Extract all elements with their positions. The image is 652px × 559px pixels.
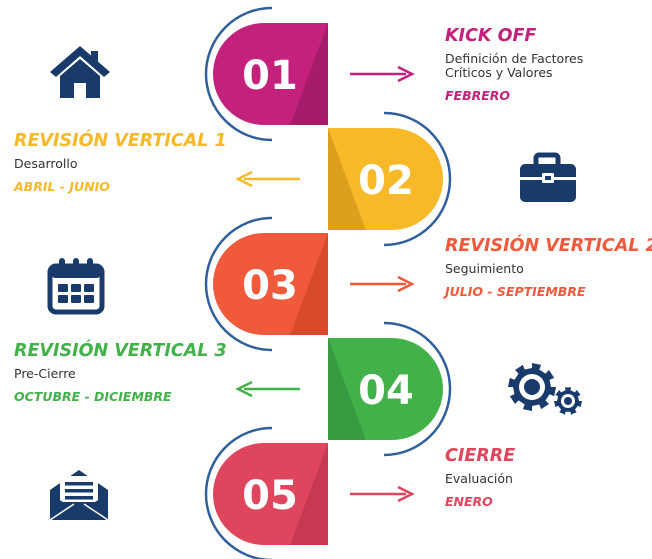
step-period: ABRIL - JUNIO	[13, 179, 110, 194]
step-title: REVISIÓN VERTICAL 2	[445, 234, 652, 256]
step-tab: 05	[213, 443, 328, 545]
connector-arcs	[204, 6, 452, 559]
step-icons	[47, 46, 582, 521]
step-period: JULIO - SEPTIEMBRE	[442, 284, 586, 299]
gears-icon	[508, 363, 582, 415]
connector-arc	[204, 426, 273, 559]
connector-arc	[204, 6, 273, 142]
step-tabs: 01 02 03 04 05	[213, 23, 443, 545]
mail-icon	[49, 470, 109, 521]
step-arrows	[235, 65, 415, 503]
step-period: OCTUBRE - DICIEMBRE	[14, 389, 172, 404]
step-description: Desarrollo	[14, 156, 78, 171]
arrow-right-icon	[350, 485, 415, 503]
step-number: 02	[358, 158, 414, 204]
arrow-left-icon	[235, 170, 300, 188]
calendar-icon	[47, 258, 105, 315]
step-title: KICK OFF	[445, 26, 536, 46]
step-description: Seguimiento	[445, 261, 524, 276]
briefcase-icon	[520, 152, 576, 202]
arrow-right-icon	[350, 65, 415, 83]
step-description: Evaluación	[445, 471, 513, 486]
connector-arc	[383, 111, 452, 247]
step-title: CIERRE	[445, 446, 515, 466]
home-icon	[50, 46, 110, 98]
step-number: 01	[242, 53, 298, 99]
step-number: 03	[242, 263, 298, 309]
step-description: Críticos y Valores	[445, 65, 553, 80]
step-number: 04	[358, 368, 414, 414]
step-period: FEBRERO	[445, 88, 510, 103]
step-description: Pre-Cierre	[14, 366, 76, 381]
step-description: Definición de Factores	[445, 51, 583, 66]
connector-arc	[383, 321, 452, 457]
arrow-right-icon	[350, 275, 415, 293]
step-tab: 01	[213, 23, 328, 125]
step-period: ENERO	[445, 494, 493, 509]
step-number: 05	[242, 473, 298, 519]
step-tab: 04	[328, 338, 443, 440]
arrow-left-icon	[235, 380, 300, 398]
step-tab: 02	[328, 128, 443, 230]
step-title: REVISIÓN VERTICAL 3	[14, 339, 227, 361]
step-title: REVISIÓN VERTICAL 1	[14, 129, 227, 151]
connector-arc	[204, 216, 273, 352]
step-tab: 03	[213, 233, 328, 335]
